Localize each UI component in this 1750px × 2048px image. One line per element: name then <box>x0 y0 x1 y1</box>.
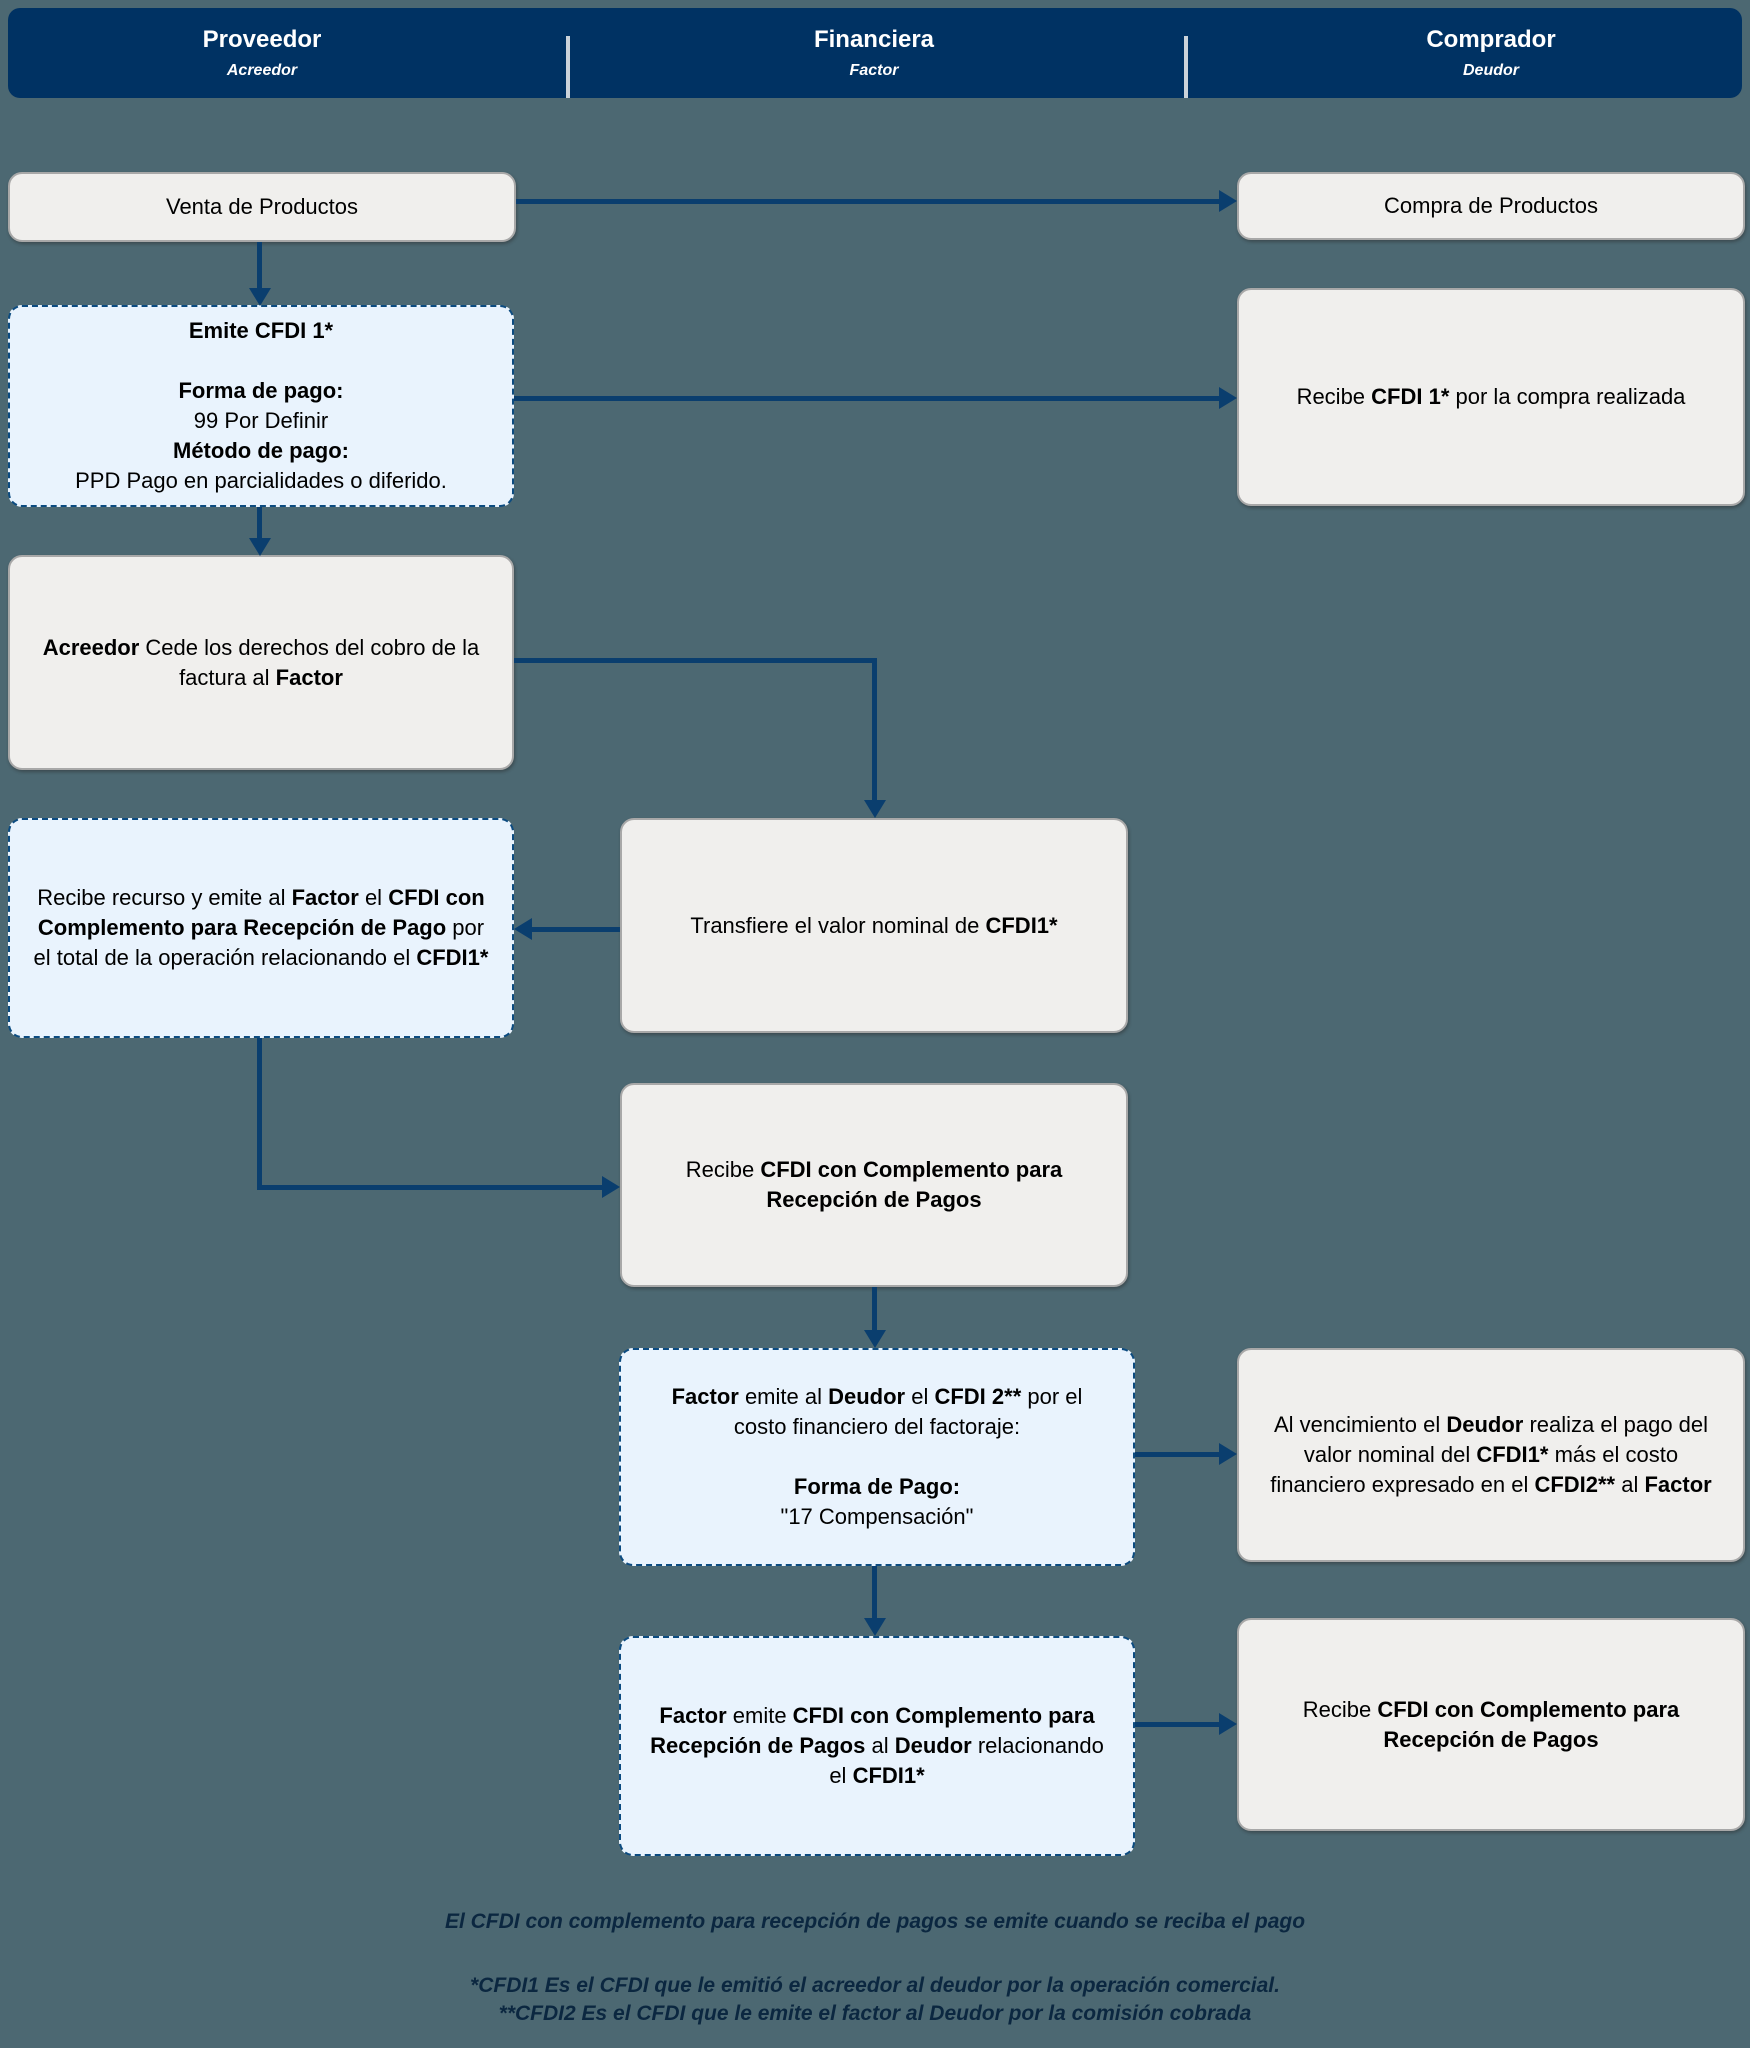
header-subtitle: Deudor <box>1463 62 1519 79</box>
box-emite-cfdi1: Emite CFDI 1* Forma de pago:99 Por Defin… <box>8 305 514 507</box>
arrowhead-right-icon <box>1219 387 1237 409</box>
header-divider <box>566 36 570 98</box>
header-band: Proveedor Acreedor Financiera Factor Com… <box>8 8 1742 98</box>
box-compra-productos: Compra de Productos <box>1237 172 1745 240</box>
note-cfdi1-definition: *CFDI1 Es el CFDI que le emitió el acree… <box>470 1974 1280 1997</box>
connector-emite-acreedor <box>257 507 262 540</box>
box-text: Emite CFDI 1* Forma de pago:99 Por Defin… <box>75 318 447 493</box>
box-text: Factor emite al Deudor el CFDI 2** por e… <box>671 1384 1083 1529</box>
box-text: Recibe recurso y emite al Factor el CFDI… <box>33 885 489 970</box>
box-venta-productos: Venta de Productos <box>8 172 516 242</box>
header-col-proveedor: Proveedor Acreedor <box>8 8 516 98</box>
box-recibe-complemento-deudor: Recibe CFDI con Complemento para Recepci… <box>1237 1618 1745 1831</box>
connector-venta-compra <box>516 199 1220 204</box>
header-subtitle: Factor <box>849 62 899 79</box>
arrowhead-left-icon <box>514 918 532 940</box>
box-acreedor-cede: Acreedor Cede los derechos del cobro de … <box>8 555 514 770</box>
connector-acreedor-transfiere-v <box>872 658 877 802</box>
connector-complemento-deudor <box>1135 1722 1220 1727</box>
note-cfdi2-definition: **CFDI2 Es el CFDI que le emite el facto… <box>498 2002 1252 2025</box>
arrowhead-right-icon <box>1219 1713 1237 1735</box>
note-emision-pago: El CFDI con complemento para recepción d… <box>444 1910 1306 1933</box>
header-title: Proveedor <box>202 26 322 53</box>
box-transfiere-valor: Transfiere el valor nominal de CFDI1* <box>620 818 1128 1033</box>
connector-cfdi2-vencimiento <box>1135 1452 1220 1457</box>
box-text: Factor emite CFDI con Complemento para R… <box>650 1703 1104 1788</box>
arrowhead-right-icon <box>1219 1443 1237 1465</box>
box-al-vencimiento: Al vencimiento el Deudor realiza el pago… <box>1237 1348 1745 1562</box>
connector-cfdi2-complemento <box>872 1566 877 1618</box>
arrowhead-right-icon <box>602 1176 620 1198</box>
arrowhead-down-icon <box>864 1618 886 1636</box>
header-title: Comprador <box>1426 26 1556 53</box>
header-title: Financiera <box>813 26 935 53</box>
box-text: Recibe CFDI 1* por la compra realizada <box>1296 384 1686 409</box>
box-text: Al vencimiento el Deudor realiza el pago… <box>1270 1412 1712 1497</box>
box-factor-emite-complemento: Factor emite CFDI con Complemento para R… <box>619 1636 1135 1856</box>
connector-complemento-cfdi2 <box>872 1287 877 1332</box>
box-recibe-complemento-factor: Recibe CFDI con Complemento para Recepci… <box>620 1083 1128 1287</box>
connector-transfiere-recurso <box>531 927 620 932</box>
header-divider <box>1184 36 1188 98</box>
arrowhead-down-icon <box>864 1330 886 1348</box>
box-recibe-recurso: Recibe recurso y emite al Factor el CFDI… <box>8 818 514 1038</box>
header-col-financiera: Financiera Factor <box>620 8 1128 98</box>
header-subtitle: Acreedor <box>226 62 298 79</box>
connector-venta-emite <box>257 242 262 290</box>
arrowhead-down-icon <box>864 800 886 818</box>
box-recibe-cfdi1: Recibe CFDI 1* por la compra realizada <box>1237 288 1745 506</box>
box-text: Venta de Productos <box>165 194 359 219</box>
box-text: Compra de Productos <box>1384 193 1598 218</box>
connector-recurso-complemento-v <box>257 1038 262 1190</box>
arrowhead-down-icon <box>249 538 271 556</box>
connector-acreedor-transfiere-h <box>514 658 877 663</box>
box-text: Transfiere el valor nominal de CFDI1* <box>690 912 1058 938</box>
box-text: Recibe CFDI con Complemento para Recepci… <box>1302 1696 1680 1752</box>
connector-emite-recibe <box>514 396 1220 401</box>
box-text: Recibe CFDI con Complemento para Recepci… <box>685 1157 1063 1212</box>
header-col-comprador: Comprador Deudor <box>1237 8 1745 98</box>
connector-recurso-complemento-h <box>257 1185 604 1190</box>
box-text: Acreedor Cede los derechos del cobro de … <box>42 634 480 690</box>
arrowhead-down-icon <box>249 288 271 306</box>
box-factor-emite-cfdi2: Factor emite al Deudor el CFDI 2** por e… <box>619 1348 1135 1566</box>
arrowhead-right-icon <box>1219 190 1237 212</box>
